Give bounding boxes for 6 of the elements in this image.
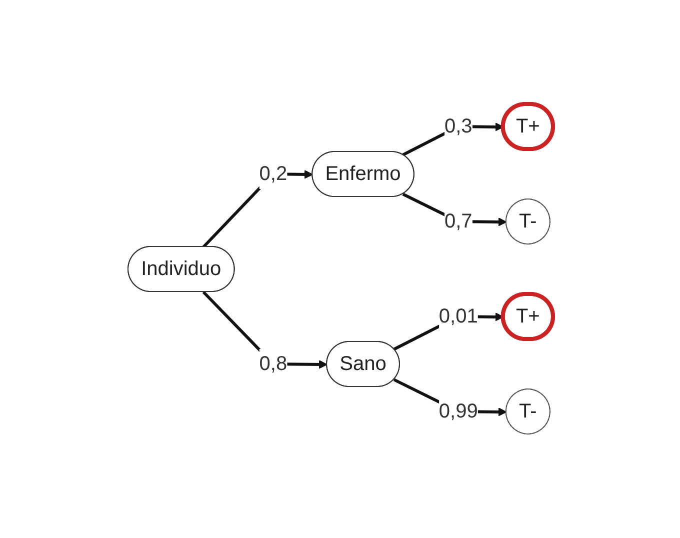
edge-label: 0,8 (258, 352, 287, 375)
edge-label: 0,3 (444, 116, 472, 138)
edge-label: 0,7 (444, 210, 472, 232)
edge-label: 0,01 (438, 305, 478, 328)
edge-label: 0,99 (438, 400, 478, 422)
edge-label: 0,2 (258, 162, 287, 185)
